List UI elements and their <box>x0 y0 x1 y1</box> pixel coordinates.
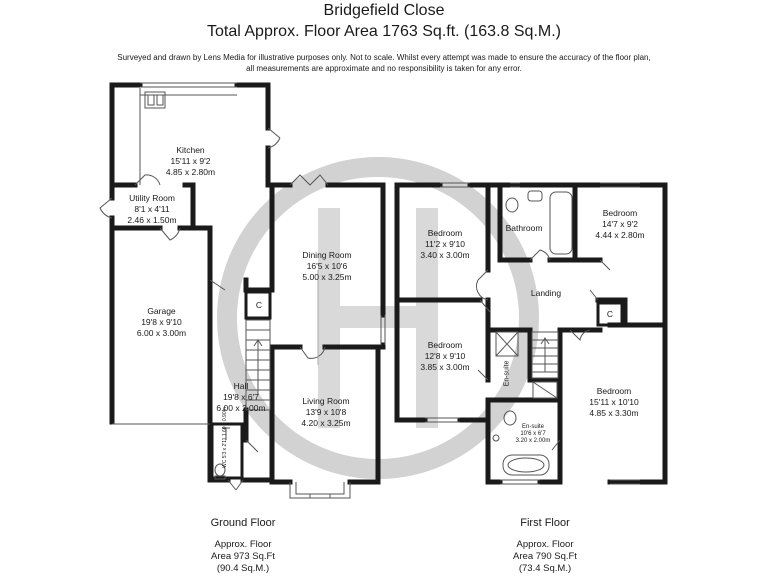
room-ensuite: En-suite 10'6 x 6'7 3.20 x 2.00m <box>506 424 560 445</box>
room-name: Hall <box>208 381 274 392</box>
room-name: Landing <box>520 288 572 299</box>
bathroom-basin-icon <box>528 191 542 201</box>
room-name: C <box>250 300 268 311</box>
room-metric: 4.20 x 3.25m <box>280 418 372 429</box>
ground-floor-area: Approx. Floor Area 973 Sq.Ft (90.4 Sq.M.… <box>183 539 303 575</box>
bay-window <box>290 482 350 498</box>
area-line: Area 790 Sq.Ft <box>485 551 605 563</box>
room-utility: Utility Room 8'1 x 4'11 2.46 x 1.50m <box>112 193 192 226</box>
room-cupboard-ground: C <box>250 300 268 311</box>
room-bathroom: Bathroom <box>500 223 548 234</box>
room-ensuite-small: En-suite <box>504 352 511 396</box>
room-imperial: 11'2 x 9'10 <box>405 239 485 250</box>
bathroom-door <box>530 250 550 260</box>
room-bedroom-3: Bedroom 12'8 x 9'10 3.85 x 3.00m <box>405 340 485 373</box>
room-name: En-suite <box>506 424 560 431</box>
room-metric: 2.46 x 1.50m <box>112 215 192 226</box>
ensuite-toilet-icon <box>504 411 516 425</box>
room-imperial: 19'8 x 9'10 <box>114 317 209 328</box>
room-bedroom-2: Bedroom 14'7 x 9'2 4.44 x 2.80m <box>580 208 660 241</box>
room-imperial: 15'11 x 10'10 <box>572 397 656 408</box>
room-imperial: 13'9 x 10'8 <box>280 407 372 418</box>
room-name: Bedroom <box>572 386 656 397</box>
area-line: (73.4 Sq.M.) <box>485 563 605 575</box>
room-metric: 3.85 x 3.00m <box>405 362 485 373</box>
watermark-h-bar <box>318 306 438 328</box>
room-name: Utility Room <box>112 193 192 204</box>
ground-floor-title: Ground Floor <box>183 517 303 529</box>
room-metric: 1.60 x 0.90m <box>222 407 228 436</box>
utility-internal-door <box>160 228 180 240</box>
bath-icon <box>550 192 572 254</box>
room-kitchen: Kitchen 15'11 x 9'2 4.85 x 2.80m <box>143 145 238 178</box>
room-name: En-suite <box>504 361 511 387</box>
room-metric: 4.85 x 3.30m <box>572 408 656 419</box>
ensuite-window <box>500 480 540 484</box>
kitchen-back-door <box>268 128 280 148</box>
room-imperial: 15'11 x 9'2 <box>143 156 238 167</box>
bed2-door <box>590 260 610 300</box>
room-imperial: 5'3 x 2'11 <box>222 438 228 459</box>
room-imperial: 14'7 x 9'2 <box>580 219 660 230</box>
room-metric: 4.44 x 2.80m <box>580 230 660 241</box>
room-metric: 3.40 x 3.00m <box>405 250 485 261</box>
room-cupboard-first: C <box>601 309 619 320</box>
room-imperial: 10'6 x 6'7 <box>506 431 560 438</box>
bathroom-toilet-icon <box>506 198 518 212</box>
room-metric: 6.00 x 2.00m <box>208 403 274 414</box>
room-name: Bedroom <box>580 208 660 219</box>
room-metric: 3.20 x 2.00m <box>506 438 560 445</box>
room-dining: Dining Room 16'5 x 10'6 5.00 x 3.25m <box>282 250 372 283</box>
room-metric: 6.00 x 3.00m <box>114 328 209 339</box>
area-line: Approx. Floor <box>183 539 303 551</box>
kitchen-window <box>140 83 237 87</box>
room-name: Dining Room <box>282 250 372 261</box>
ensuite-basin-icon <box>493 435 499 441</box>
room-metric: 4.85 x 2.80m <box>143 167 238 178</box>
area-line: Approx. Floor <box>485 539 605 551</box>
utility-door <box>100 198 112 218</box>
area-line: (90.4 Sq.M.) <box>183 563 303 575</box>
first-floor-title: First Floor <box>485 517 605 529</box>
room-wc: WC 5'3 x 2'11 1.60 x 0.90m <box>222 428 228 468</box>
first-floor-area: Approx. Floor Area 790 Sq.Ft (73.4 Sq.M.… <box>485 539 605 575</box>
room-bedroom-1: Bedroom 11'2 x 9'10 3.40 x 3.00m <box>405 228 485 261</box>
bed1-door <box>477 270 488 300</box>
wc-door <box>246 440 258 452</box>
room-living: Living Room 13'9 x 10'8 4.20 x 3.25m <box>280 396 372 429</box>
room-bedroom-4: Bedroom 15'11 x 10'10 4.85 x 3.30m <box>572 386 656 419</box>
room-name: C <box>601 309 619 320</box>
room-name: Bedroom <box>405 228 485 239</box>
room-imperial: 16'5 x 10'6 <box>282 261 372 272</box>
room-name: Garage <box>114 306 209 317</box>
room-name: WC <box>222 460 228 468</box>
room-hall: Hall 19'8 x 6'7 6.00 x 2.00m <box>208 381 274 414</box>
room-landing: Landing <box>520 288 572 299</box>
room-name: Living Room <box>280 396 372 407</box>
room-metric: 5.00 x 3.25m <box>282 272 372 283</box>
room-imperial: 12'8 x 9'10 <box>405 351 485 362</box>
area-line: Area 973 Sq.Ft <box>183 551 303 563</box>
room-garage: Garage 19'8 x 9'10 6.00 x 3.00m <box>114 306 209 339</box>
room-name: Bedroom <box>405 340 485 351</box>
room-imperial: 8'1 x 4'11 <box>112 204 192 215</box>
room-name: Bathroom <box>500 223 548 234</box>
room-name: Kitchen <box>143 145 238 156</box>
room-imperial: 19'8 x 6'7 <box>208 392 274 403</box>
